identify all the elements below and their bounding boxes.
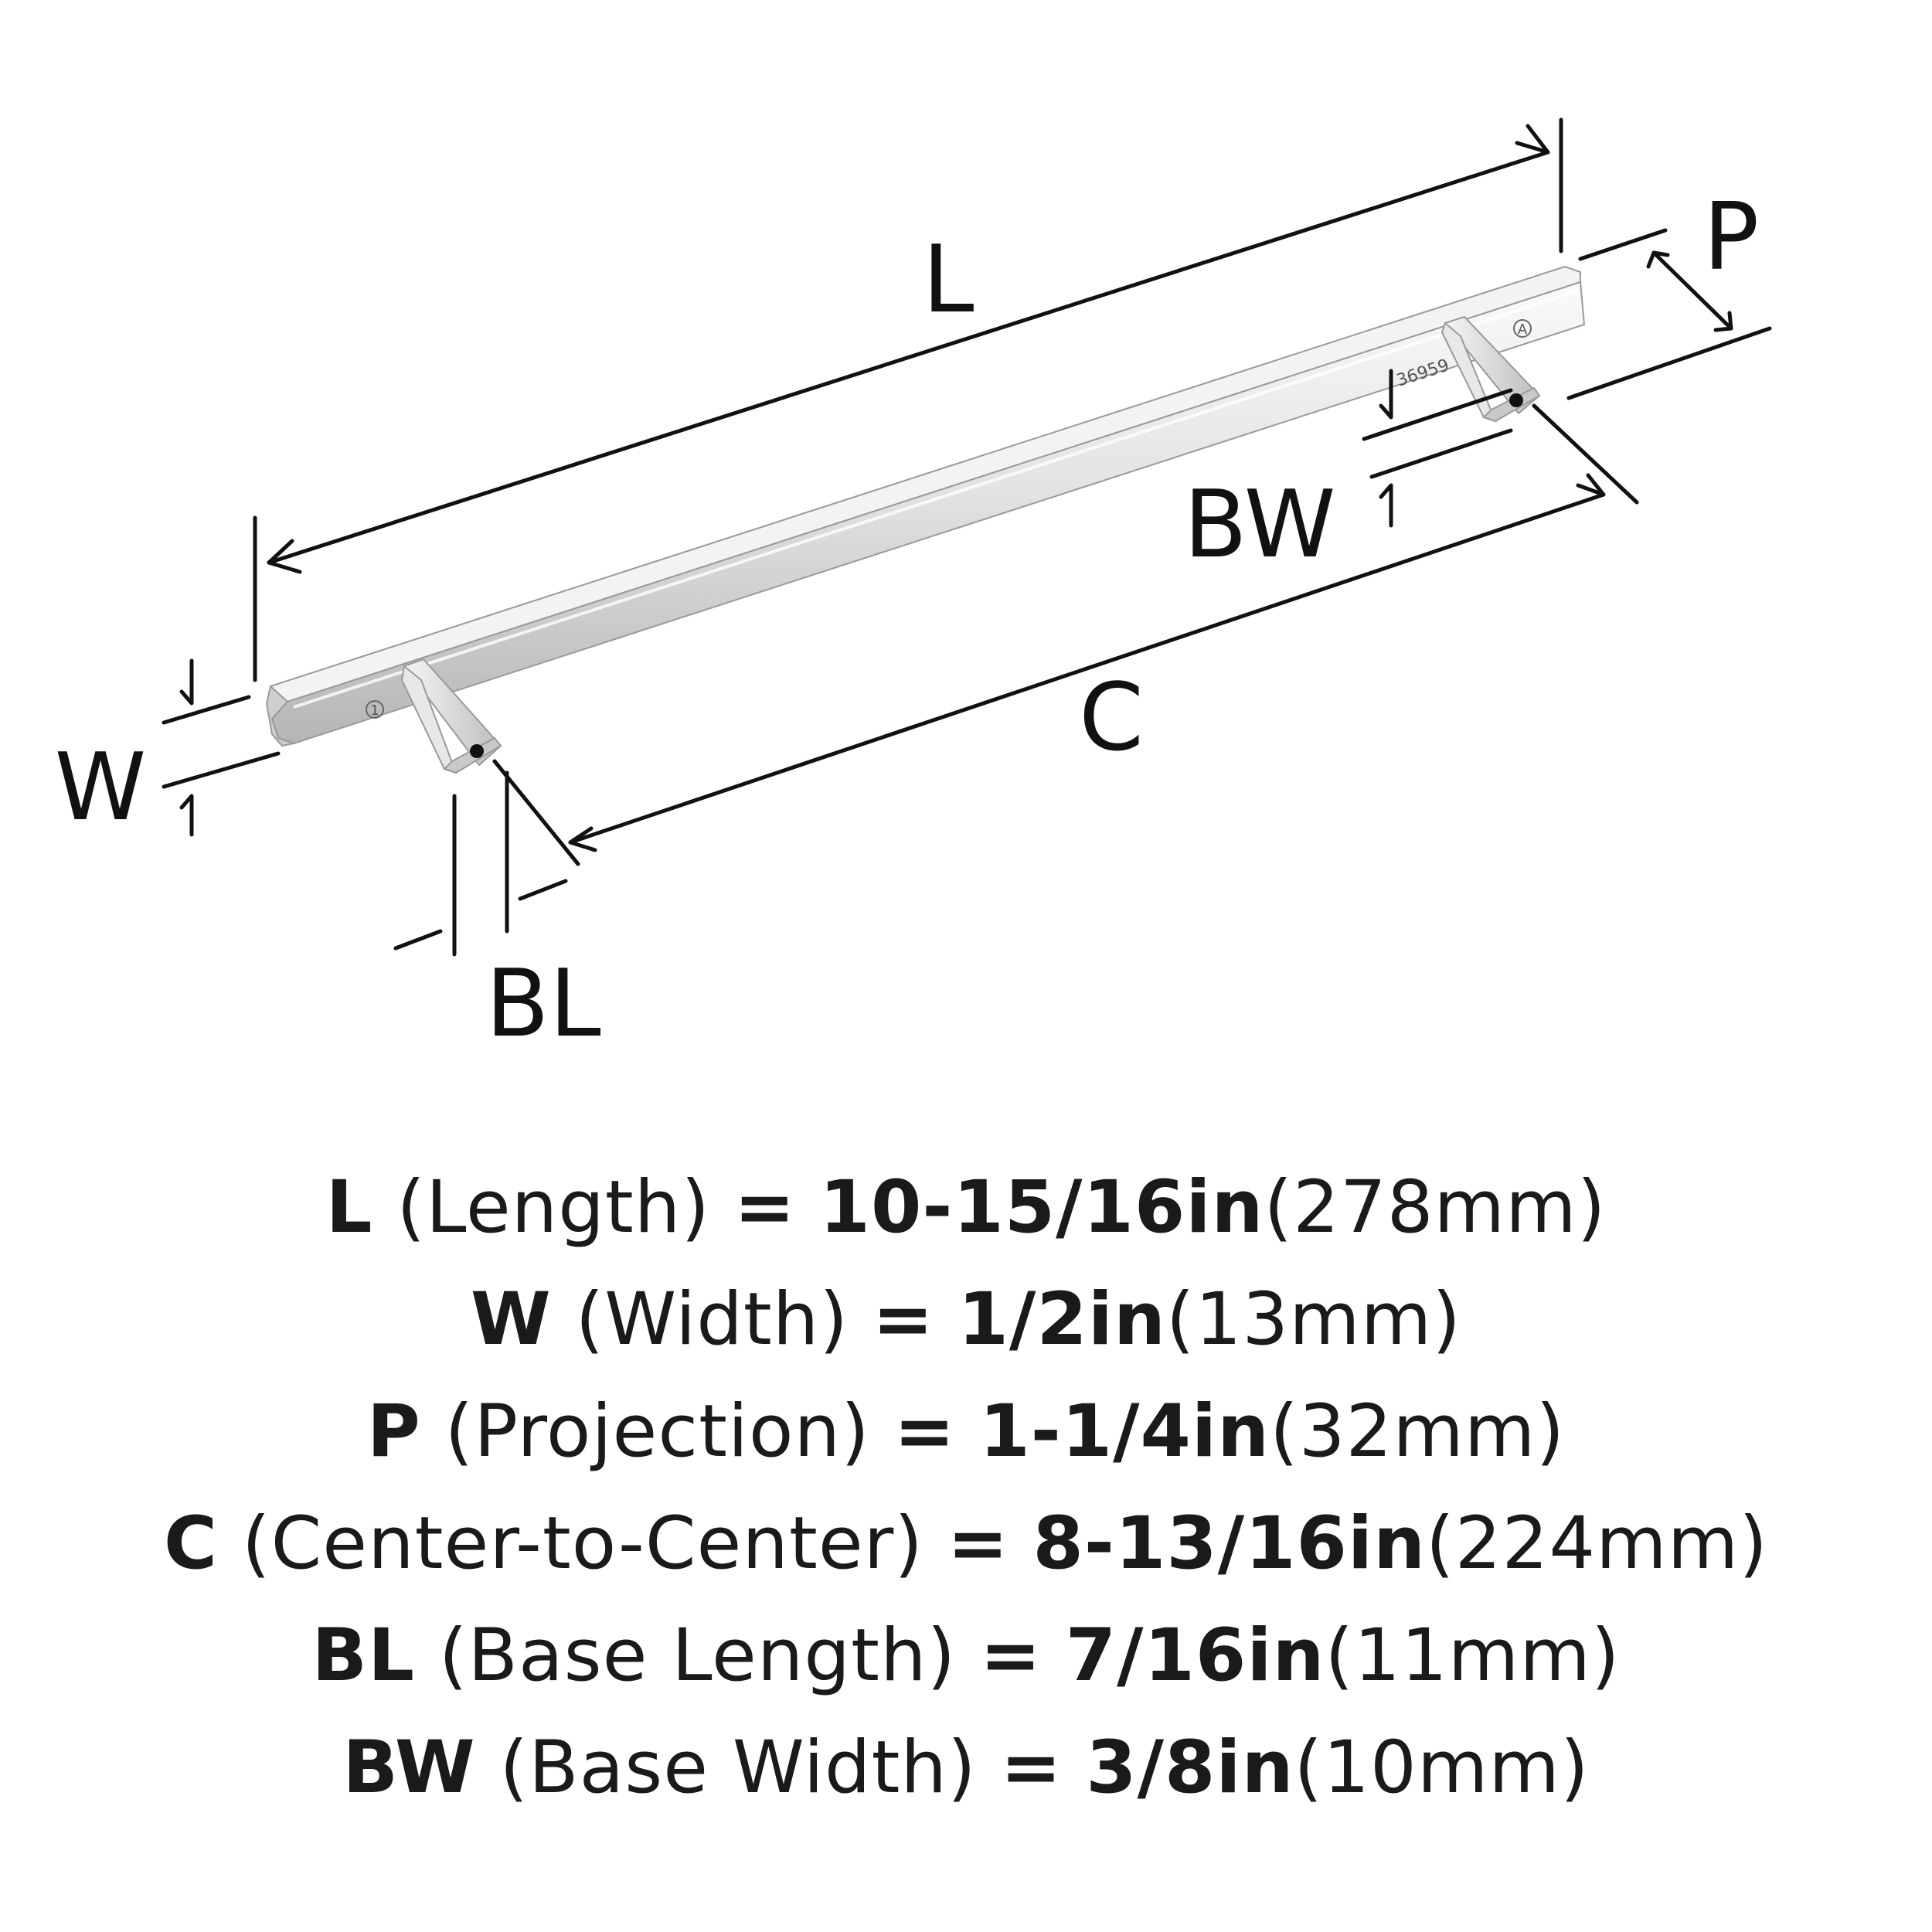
label-bw: BW	[1184, 471, 1336, 579]
label-l: L	[923, 226, 975, 334]
spec-description: (Base Length)	[438, 1614, 957, 1698]
spec-imperial: 1-1/4in	[979, 1389, 1270, 1474]
spec-metric: (10mm)	[1294, 1726, 1590, 1810]
dim-p-line	[1651, 250, 1733, 331]
spec-imperial: 3/8in	[1086, 1726, 1294, 1810]
spec-row-base-length: BL (Base Length) = 7/16in(11mm)	[0, 1600, 1932, 1712]
label-bl: BL	[485, 951, 600, 1058]
spec-row-center-to-center: C (Center-to-Center) = 8-13/16in(224mm)	[0, 1488, 1932, 1600]
spec-code: BL	[311, 1614, 415, 1698]
spec-equals: =	[733, 1165, 796, 1250]
label-w: W	[55, 734, 147, 842]
spec-description: (Width)	[575, 1277, 849, 1362]
pull-bar	[265, 265, 1586, 747]
spec-row-projection: P (Projection) = 1-1/4in(32mm)	[0, 1376, 1932, 1488]
spec-imperial: 7/16in	[1065, 1614, 1325, 1698]
spec-description: (Base Width)	[499, 1726, 977, 1810]
spec-row-width: W (Width) = 1/2in(13mm)	[0, 1264, 1932, 1376]
left-screw-hole	[470, 744, 484, 758]
spec-row-length: L (Length) = 10-15/16in(278mm)	[0, 1151, 1932, 1264]
spec-imperial: 8-13/16in	[1032, 1502, 1427, 1586]
spec-row-base-width: BW (Base Width) = 3/8in(10mm)	[0, 1712, 1932, 1824]
spec-code: C	[164, 1502, 219, 1586]
spec-code: W	[471, 1277, 552, 1362]
spec-equals: =	[980, 1614, 1042, 1698]
spec-code: P	[366, 1389, 421, 1474]
dimension-spec-list: L (Length) = 10-15/16in(278mm) W (Width)…	[0, 1151, 1932, 1824]
spec-metric: (11mm)	[1325, 1614, 1621, 1698]
spec-description: (Projection)	[444, 1389, 870, 1474]
spec-code: L	[325, 1165, 373, 1250]
pull-dimension-diagram: 1 A 36959	[55, 117, 1772, 1058]
spec-equals: =	[1000, 1726, 1063, 1810]
spec-equals: =	[893, 1389, 956, 1474]
spec-imperial: 10-15/16in	[819, 1165, 1264, 1250]
label-p: P	[1703, 184, 1759, 291]
dimension-lines	[162, 117, 1772, 957]
bar-left-end	[265, 685, 297, 747]
part-mark-1: 1	[370, 702, 379, 719]
spec-description: (Center-to-Center)	[241, 1502, 923, 1586]
spec-metric: (32mm)	[1270, 1389, 1566, 1474]
pull-drawing: 1 A 36959	[55, 117, 1772, 1058]
spec-description: (Length)	[396, 1165, 710, 1250]
right-screw-hole	[1509, 393, 1523, 407]
spec-imperial: 1/2in	[957, 1277, 1166, 1362]
dim-c-line	[568, 492, 1606, 845]
dim-l-line	[267, 150, 1550, 565]
label-c: C	[1079, 665, 1144, 772]
part-mark-a: A	[1518, 321, 1528, 338]
bar-highlight	[293, 290, 1577, 709]
spec-metric: (278mm)	[1264, 1165, 1607, 1250]
spec-equals: =	[872, 1277, 934, 1362]
spec-metric: (224mm)	[1426, 1502, 1768, 1586]
left-post: 1	[366, 658, 502, 774]
spec-metric: (13mm)	[1165, 1277, 1461, 1362]
right-post: A 36959	[1394, 315, 1541, 423]
spec-equals: =	[947, 1502, 1009, 1586]
spec-code: BW	[342, 1726, 476, 1810]
